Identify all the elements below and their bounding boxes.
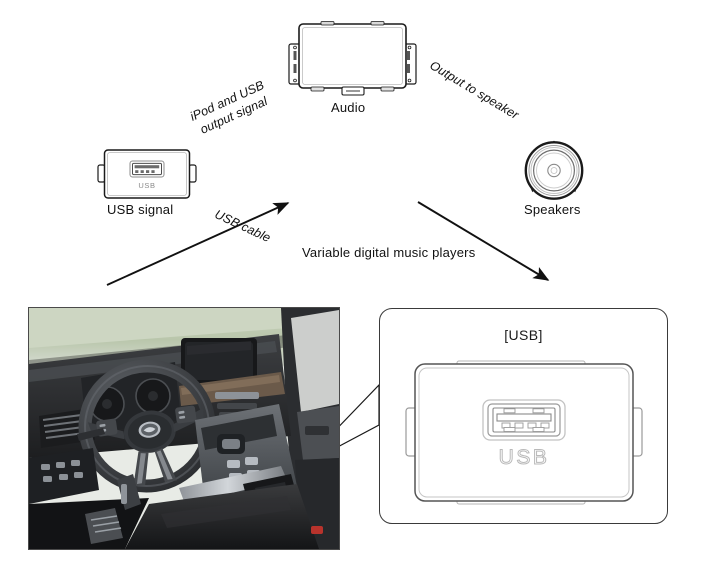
- usb-module-port-text: USB: [138, 181, 155, 190]
- usb-port-module-icon: USB: [97, 149, 197, 199]
- vehicle-interior-photo-content: [29, 308, 339, 549]
- usb-location-figure: [USB]: [0, 290, 701, 566]
- system-flow-diagram: USB: [97, 21, 584, 392]
- audio-head-unit-icon: [288, 21, 417, 96]
- usb-port-module-icon-detail: USB: [405, 360, 643, 505]
- usb-detail-callout-box: [USB]: [379, 308, 668, 524]
- usb-detail-title: [USB]: [504, 327, 543, 343]
- node-label-players: Variable digital music players: [302, 245, 476, 260]
- usb-detail-port-text: USB: [499, 446, 550, 469]
- speaker-icon: [524, 140, 584, 200]
- arrow-audio-to-speakers: [417, 201, 550, 281]
- node-label-speakers: Speakers: [524, 202, 581, 217]
- vehicle-interior-photo: [28, 307, 340, 550]
- node-label-usb-signal: USB signal: [107, 202, 174, 217]
- arrow-usb-to-audio: [106, 202, 290, 286]
- node-label-audio: Audio: [331, 100, 366, 115]
